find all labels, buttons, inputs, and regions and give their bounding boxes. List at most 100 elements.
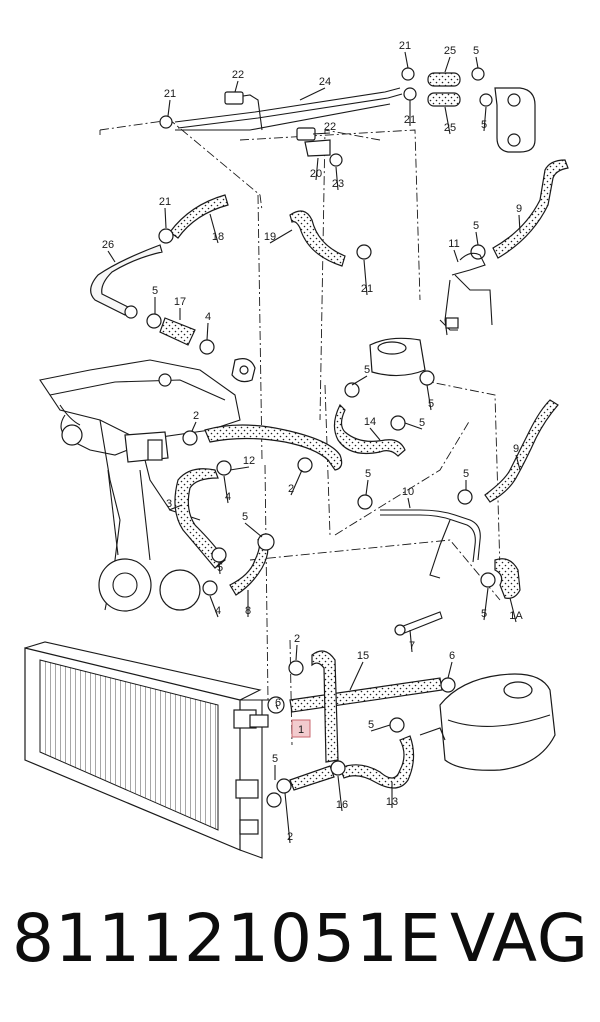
callout-1A: 1A	[509, 610, 523, 622]
caption-bar: 811121051E VAG	[12, 900, 592, 990]
callout-leader-4	[223, 475, 229, 504]
callout-18: 18	[212, 231, 224, 243]
callout-leader-9	[515, 454, 521, 471]
callout-24: 24	[319, 76, 331, 88]
callout-3: 3	[166, 498, 172, 510]
callout-5: 5	[242, 511, 248, 523]
callout-12: 12	[243, 455, 255, 467]
callout-leader-24	[299, 87, 326, 101]
callout-6: 6	[449, 650, 455, 662]
brand-name: VAG	[450, 900, 590, 977]
heater-pipe-assembly	[159, 67, 536, 167]
callout-21: 21	[404, 114, 416, 126]
callout-leader-1A	[509, 597, 517, 623]
callout-leader-7	[409, 629, 413, 653]
callout-leader-9	[518, 214, 521, 233]
callout-leader-2	[284, 792, 291, 844]
callout-leader-5	[483, 587, 489, 621]
callout-6: 6	[275, 697, 281, 709]
callout-leader-21	[404, 51, 409, 69]
callout-2: 2	[287, 831, 293, 843]
callout-13: 13	[386, 796, 398, 808]
part-7-clip	[394, 611, 443, 636]
callout-7: 7	[409, 640, 415, 652]
callout-21: 21	[361, 283, 373, 295]
callout-leader-3	[168, 504, 183, 511]
callout-8: 8	[245, 605, 251, 617]
callout-5: 5	[481, 608, 487, 620]
callout-25: 25	[444, 122, 456, 134]
callout-leader-5	[365, 479, 369, 496]
hose-19	[289, 210, 372, 267]
callout-9: 9	[516, 203, 522, 215]
callout-leader-4	[209, 595, 219, 618]
callout-leader-15	[349, 661, 364, 691]
callout-leader-21	[363, 259, 368, 296]
callout-16: 16	[336, 799, 348, 811]
callout-leader-5	[244, 522, 263, 538]
callout-leader-16	[337, 775, 343, 812]
part-number: 811121051E	[12, 900, 442, 977]
callout-leader-21	[164, 207, 167, 229]
callout-leader-10	[407, 497, 411, 509]
callout-20: 20	[310, 168, 322, 180]
callout-leader-18	[209, 213, 219, 244]
callout-leader-5	[426, 384, 432, 411]
callout-leader-22	[312, 132, 331, 135]
callout-4: 4	[225, 491, 231, 503]
callout-19: 19	[264, 231, 276, 243]
callout-leader-2	[290, 469, 303, 496]
callout-leader-5	[475, 231, 479, 246]
callout-17: 17	[174, 296, 186, 308]
callout-5: 5	[428, 398, 434, 410]
callout-21: 21	[159, 196, 171, 208]
callout-5: 5	[419, 417, 425, 429]
callout-leader-20	[315, 157, 319, 181]
radiator	[24, 641, 269, 859]
callout-4: 4	[205, 311, 211, 323]
callout-leader-6	[447, 661, 453, 679]
callout-5: 5	[473, 220, 479, 232]
engine-block	[39, 359, 241, 612]
callout-10: 10	[402, 486, 414, 498]
callout-highlighted: 1	[298, 724, 304, 736]
callout-2: 2	[288, 483, 294, 495]
callout-23: 23	[332, 178, 344, 190]
callout-5: 5	[152, 285, 158, 297]
upper-left-hoses	[90, 194, 256, 383]
callout-5: 5	[473, 45, 479, 57]
callout-leader-21	[167, 99, 171, 117]
callout-26: 26	[102, 239, 114, 251]
callout-leader-19	[269, 229, 293, 244]
callout-leader-12	[229, 466, 250, 471]
callout-leader-23	[335, 166, 339, 191]
callout-leader-25	[444, 56, 451, 73]
callout-leader-5	[218, 561, 221, 575]
radiator-hoses	[266, 650, 456, 808]
callout-leader-22	[234, 80, 239, 93]
callout-leader-5	[483, 106, 487, 132]
callout-15: 15	[357, 650, 369, 662]
cooling-system-exploded-diagram: 2125524222121255222023211819265911215174…	[24, 40, 569, 859]
callout-21: 21	[164, 88, 176, 100]
callout-leader-2	[191, 421, 197, 432]
callout-11: 11	[448, 238, 459, 250]
callout-leader-26	[107, 250, 116, 263]
middle-hoses	[174, 382, 406, 596]
pipe-10-assembly	[357, 399, 559, 599]
callout-leader-25	[444, 106, 451, 135]
callout-leader-5	[475, 56, 479, 69]
callout-21: 21	[399, 40, 411, 52]
callout-2: 2	[294, 633, 300, 645]
callout-leader-5	[404, 422, 423, 430]
callout-14: 14	[364, 416, 376, 428]
callout-5: 5	[463, 468, 469, 480]
callout-leader-11	[453, 249, 459, 263]
highlight-box	[291, 719, 311, 738]
callout-leader-6	[275, 704, 279, 710]
callout-4: 4	[215, 605, 221, 617]
callout-leader-4	[206, 322, 209, 341]
callout-5: 5	[365, 468, 371, 480]
callout-9: 9	[513, 443, 519, 455]
